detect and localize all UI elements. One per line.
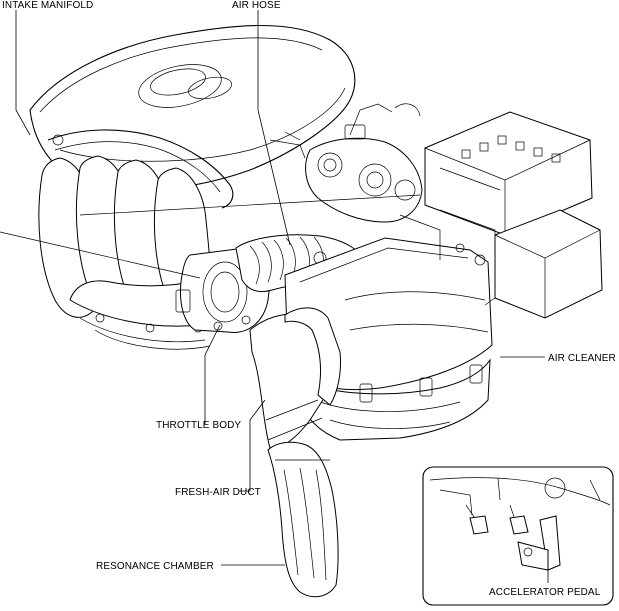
battery-part (424, 111, 593, 236)
label-fresh-air-duct: FRESH-AIR DUCT (175, 487, 261, 498)
label-resonance-chamber: RESONANCE CHAMBER (96, 561, 214, 572)
throttle-linkage-assembly (269, 103, 423, 223)
label-accelerator-pedal: ACCELERATOR PEDAL (489, 587, 601, 598)
label-throttle-body: THROTTLE BODY (156, 420, 241, 431)
label-intake-manifold: INTAKE MANIFOLD (2, 0, 93, 11)
label-air-hose: AIR HOSE (232, 0, 281, 11)
fresh-air-duct-part (249, 307, 341, 449)
leader-lines (0, 10, 549, 583)
label-air-cleaner: AIR CLEANER (548, 353, 616, 364)
fuse-box-part (399, 209, 603, 319)
accelerator-pedal-inset (422, 466, 614, 606)
resonance-chamber-part (267, 441, 339, 598)
